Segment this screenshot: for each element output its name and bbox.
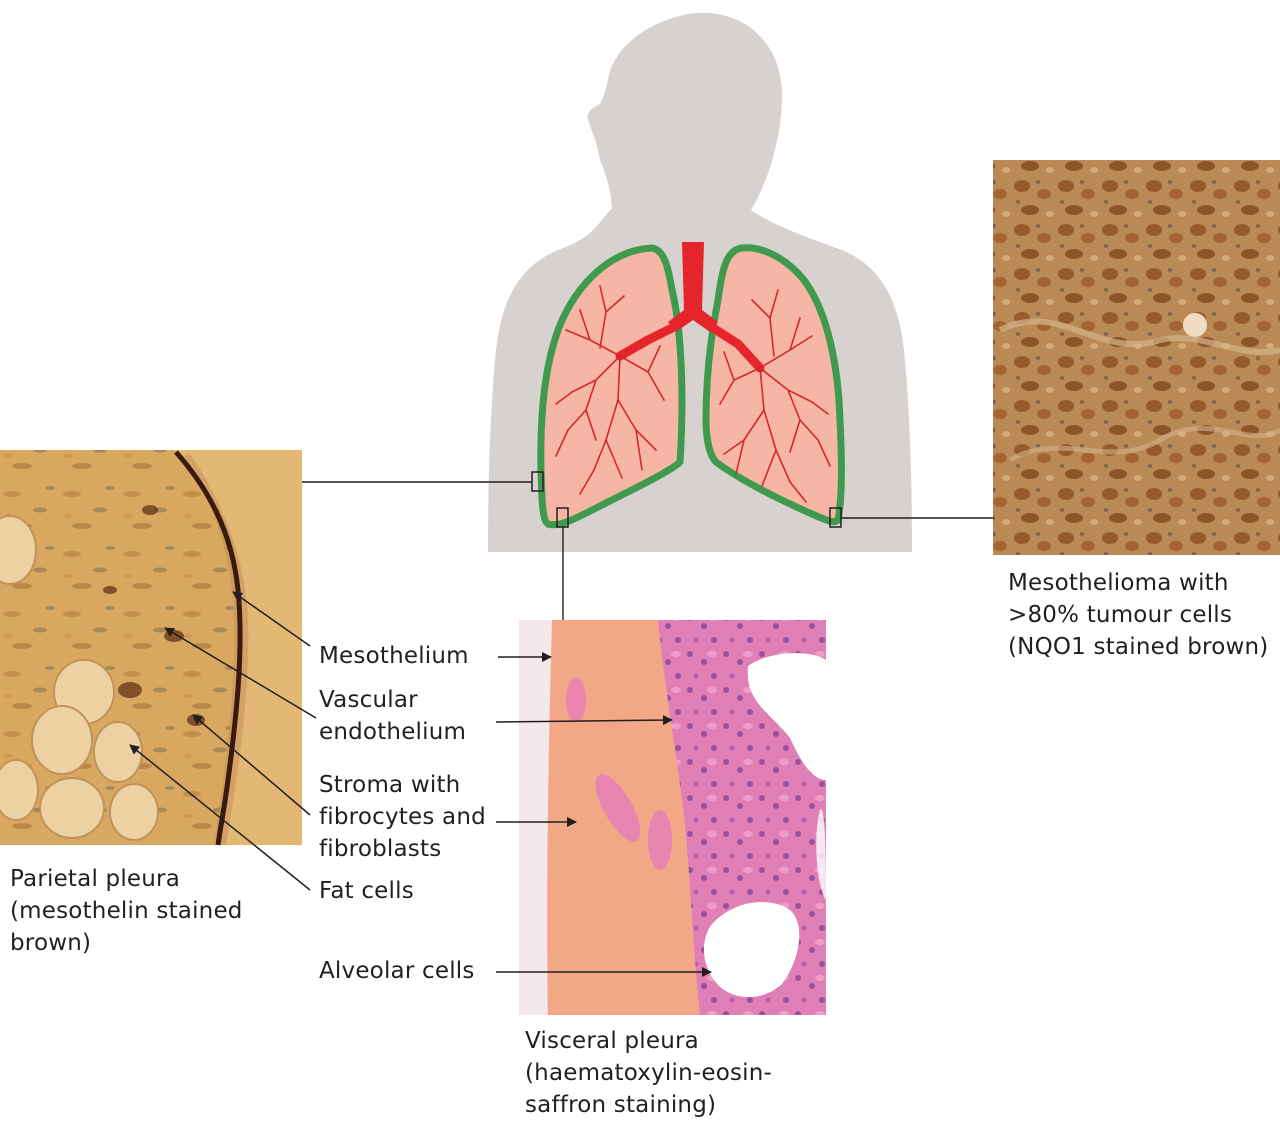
left-lung bbox=[702, 244, 845, 526]
arrow-vascular-parietal bbox=[164, 627, 317, 719]
airway bbox=[615, 242, 765, 373]
visceral-background-left bbox=[519, 620, 556, 1015]
arrow-vascular-visceral bbox=[495, 715, 673, 726]
parietal-pleura-caption: Parietal pleura (mesothelin stained brow… bbox=[10, 866, 243, 956]
parietal-pleura-micrograph bbox=[0, 450, 302, 846]
connectors bbox=[302, 481, 993, 620]
vascular-endothelium-label: Vascular endothelium bbox=[319, 687, 467, 745]
visceral-pleura-micrograph bbox=[519, 620, 826, 1015]
visceral-pleura-caption: Visceral pleura (haematoxylin-eosin- saf… bbox=[525, 1028, 773, 1118]
trachea bbox=[668, 242, 718, 332]
fat-cells bbox=[0, 515, 159, 841]
stroma-label: Stroma with fibrocytes and fibroblasts bbox=[319, 772, 486, 862]
vessels bbox=[566, 678, 672, 870]
arrow-mesothelium-parietal bbox=[232, 591, 311, 647]
mesothelioma-micrograph bbox=[993, 160, 1280, 555]
right-main-bronchus bbox=[615, 321, 681, 361]
alveolar-space-2 bbox=[703, 901, 800, 998]
parietal-outer-space bbox=[174, 450, 302, 845]
silhouette-head bbox=[587, 12, 783, 216]
mesothelium-label: Mesothelium bbox=[319, 643, 469, 669]
mesothelioma-caption: Mesothelioma with >80% tumour cells (NQO… bbox=[1008, 570, 1269, 660]
arrow-stroma-parietal bbox=[192, 714, 311, 816]
mesothelium-layer bbox=[174, 450, 243, 846]
arrow-fat-parietal bbox=[129, 744, 311, 891]
pointer-arrows bbox=[129, 591, 712, 977]
bronchial-tree bbox=[555, 285, 831, 503]
alveolar-cells-label: Alveolar cells bbox=[319, 958, 475, 984]
fat-cells-label: Fat cells bbox=[319, 878, 414, 904]
lungs bbox=[531, 242, 845, 529]
alveolar-space-1 bbox=[747, 653, 826, 780]
left-main-bronchus bbox=[705, 321, 765, 373]
alveolar-space-3 bbox=[816, 809, 826, 900]
